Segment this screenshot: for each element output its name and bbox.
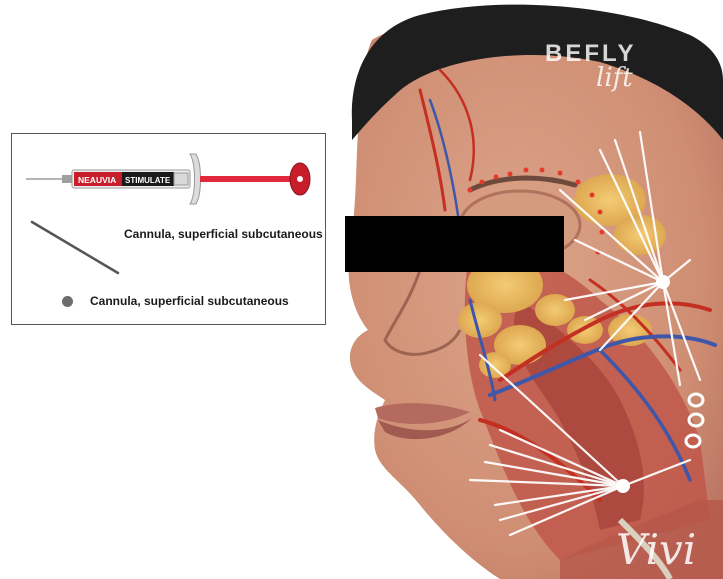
legend-box: NEAUVIA STIMULATE Cannula, superficial s… [11, 133, 326, 325]
legend-row-cannula-dot: Cannula, superficial subcutaneous [62, 294, 289, 308]
signature-watermark: Vivi [616, 525, 696, 574]
syringe-image: NEAUVIA STIMULATE [24, 144, 319, 214]
syringe-brand-label: NEAUVIA [78, 175, 116, 185]
legend-row-cannula-line: Cannula, superficial subcutaneous [30, 220, 323, 275]
legend-label-2: Cannula, superficial subcutaneous [90, 294, 289, 308]
eye-censor-bar [345, 216, 564, 272]
upper-entry-point [656, 275, 670, 289]
cannula-line-icon [30, 220, 120, 275]
cannula-dot-icon [62, 296, 73, 307]
brand-watermark-sub: lift [596, 63, 633, 93]
syringe-product-label: STIMULATE [125, 176, 171, 185]
legend-label-1: Cannula, superficial subcutaneous [124, 227, 323, 241]
lower-entry-point [616, 479, 630, 493]
